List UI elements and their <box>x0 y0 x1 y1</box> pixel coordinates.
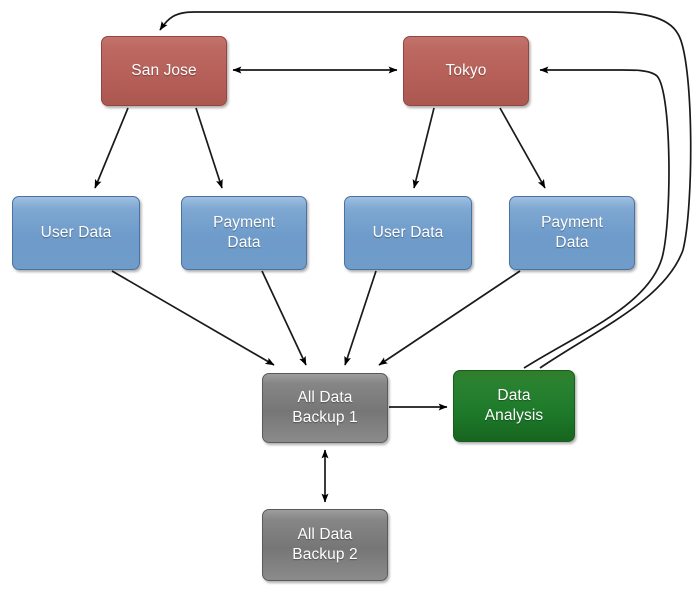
node-label: User Data <box>40 223 112 241</box>
node-tokyo[interactable]: Tokyo <box>403 36 529 106</box>
node-payment-data-tokyo[interactable]: Payment Data <box>509 196 635 270</box>
node-label: Payment Data <box>541 213 603 251</box>
node-label: All Data Backup 2 <box>292 525 358 563</box>
edge-tokyo-payment <box>499 107 546 189</box>
node-label: User Data <box>372 223 444 241</box>
edge-analysis-tokyo <box>523 66 670 369</box>
edge-payment-sj-backup1 <box>261 270 307 366</box>
node-user-data-san-jose[interactable]: User Data <box>12 196 140 270</box>
node-label: Tokyo <box>445 61 487 79</box>
node-label: Data Analysis <box>484 386 544 424</box>
edge-analysis-sanjose <box>159 11 692 369</box>
edge-userdata-tk-backup1 <box>344 270 377 366</box>
node-all-data-backup-1[interactable]: All Data Backup 1 <box>262 373 388 443</box>
edge-sanjose-userdata <box>94 107 129 189</box>
node-label: Payment Data <box>213 213 275 251</box>
node-san-jose[interactable]: San Jose <box>101 36 227 106</box>
edge-userdata-sj-backup1 <box>111 270 275 366</box>
node-label: All Data Backup 1 <box>292 388 358 426</box>
node-user-data-tokyo[interactable]: User Data <box>344 196 472 270</box>
edge-sanjose-payment <box>195 107 223 189</box>
edge-tokyo-userdata <box>412 107 435 189</box>
node-all-data-backup-2[interactable]: All Data Backup 2 <box>262 509 388 581</box>
node-label: San Jose <box>131 61 197 79</box>
node-data-analysis[interactable]: Data Analysis <box>453 370 575 442</box>
edge-payment-tk-backup1 <box>378 270 521 366</box>
node-payment-data-san-jose[interactable]: Payment Data <box>181 196 307 270</box>
